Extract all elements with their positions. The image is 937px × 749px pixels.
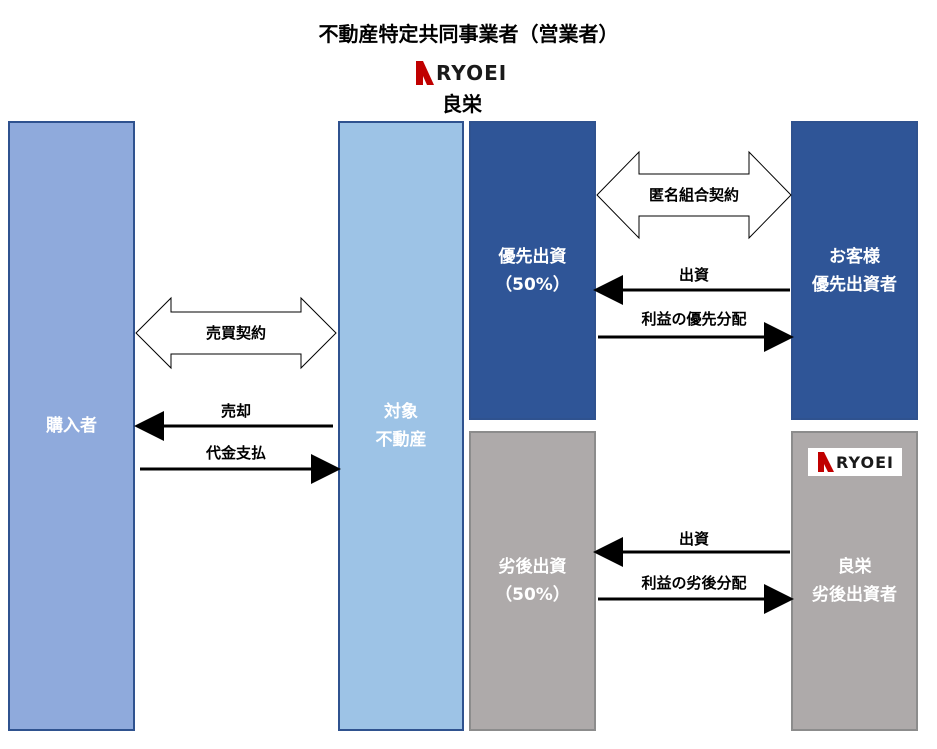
property-box: 対象 不動産 [338,121,464,731]
senior-investment-label: 出資 [678,266,709,284]
ryoei-logo-text: RYOEI [436,61,508,85]
ryoei-logo-mark [416,61,434,85]
customer-senior-investor-box: お客様 優先出資者 [791,121,918,420]
junior-investment-box: 劣後出資 （50%） [469,431,596,731]
senior-distribution-label: 利益の優先分配 [641,310,747,328]
payment-label: 代金支払 [205,444,266,462]
ryoei-box-logo-mark [818,452,835,472]
buyer-box: 購入者 [8,121,135,731]
silent-partnership-label: 匿名組合契約 [648,186,739,204]
sale-label: 売却 [220,402,251,420]
junior-investment-label: 出資 [678,530,709,548]
silent-partnership-double-arrow [596,150,792,240]
ryoei-junior-investor-box: 良栄 劣後出資者 [791,431,918,731]
senior-investment-box: 優先出資 （50%） [469,121,596,420]
operator-name: 良栄 [442,92,482,116]
sales-contract-double-arrow [135,296,337,370]
junior-distribution-label: 利益の劣後分配 [641,574,747,592]
sales-contract-label: 売買契約 [205,324,266,342]
ryoei-logo: RYOEI [414,58,510,88]
ryoei-box-logo-text: RYOEI [836,452,894,472]
diagram-title: 不動産特定共同事業者（営業者） [318,22,619,46]
ryoei-box-logo: RYOEI [808,448,902,476]
